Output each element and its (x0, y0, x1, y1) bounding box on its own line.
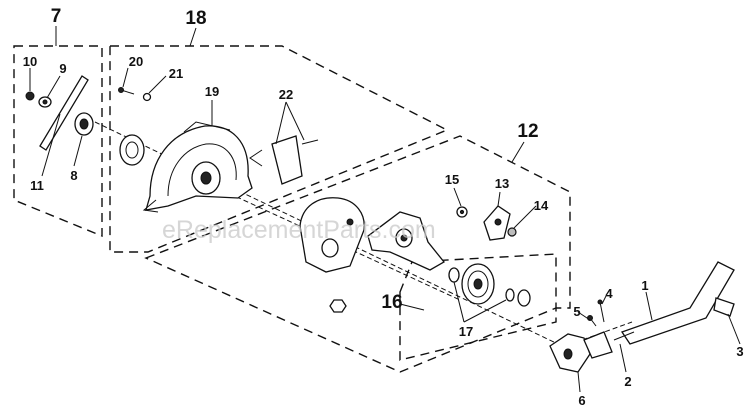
part-4-bolt[interactable] (597, 299, 605, 323)
callout-3: 3 (736, 344, 743, 359)
group-label-12: 12 (517, 121, 538, 142)
part-12-guard-plate[interactable] (299, 197, 365, 273)
part-1-drive-tube[interactable] (620, 261, 735, 345)
group-16-boundary (399, 253, 557, 361)
part-19-outer-guard[interactable] (142, 121, 253, 213)
callout-20: 20 (129, 54, 143, 69)
part-12-support-arm[interactable] (367, 211, 445, 271)
group-18-boundary (109, 45, 449, 253)
callout-10: 10 (23, 54, 37, 69)
callout-14: 14 (534, 198, 549, 213)
part-17-bearing-right[interactable] (505, 288, 531, 307)
part-20-screw[interactable] (118, 87, 135, 95)
guard-gasket-ring (119, 134, 145, 166)
callout-21: 21 (169, 66, 183, 81)
part-22-guard-deflector[interactable] (249, 135, 319, 185)
group-12-leader (511, 141, 525, 163)
callout-13: 13 (495, 176, 509, 191)
part-13-knob[interactable] (483, 205, 511, 241)
group-label-16: 16 (381, 292, 402, 313)
loose-nut (329, 299, 347, 313)
part-10-nut[interactable] (25, 91, 35, 101)
callout-6: 6 (578, 393, 585, 408)
callout-9: 9 (59, 61, 66, 76)
callout-15: 15 (445, 172, 459, 187)
group-12-boundary (144, 135, 571, 373)
part-3-clip[interactable] (713, 297, 735, 317)
callout-5: 5 (573, 304, 580, 319)
part-5-screw[interactable] (587, 315, 597, 327)
part-9-washer[interactable] (38, 96, 52, 108)
callout-1: 1 (641, 278, 648, 293)
leader-lines (29, 67, 741, 393)
callout-2: 2 (624, 374, 631, 389)
part-2-shaft[interactable] (613, 331, 635, 341)
callout-17: 17 (459, 324, 473, 339)
part-6-gear-head[interactable] (549, 331, 613, 373)
callout-8: 8 (70, 168, 77, 183)
callout-22: 22 (279, 87, 293, 102)
callout-4: 4 (605, 286, 613, 301)
callout-11: 11 (30, 178, 44, 193)
part-15-washer[interactable] (456, 206, 468, 218)
callout-19: 19 (205, 84, 219, 99)
group-7-boundary (13, 45, 103, 238)
group-18-leader (189, 27, 197, 47)
group-label-7: 7 (51, 6, 62, 27)
part-17-bearing-left[interactable] (448, 267, 460, 283)
part-8-flange[interactable] (74, 112, 94, 136)
group-label-18: 18 (185, 8, 206, 29)
part-14-nut[interactable] (507, 227, 517, 237)
part-21-washer[interactable] (142, 92, 152, 102)
watermark: eReplacementParts.com (162, 216, 436, 244)
part-16-pulley[interactable] (461, 263, 495, 305)
part-11-blade[interactable] (39, 75, 89, 151)
